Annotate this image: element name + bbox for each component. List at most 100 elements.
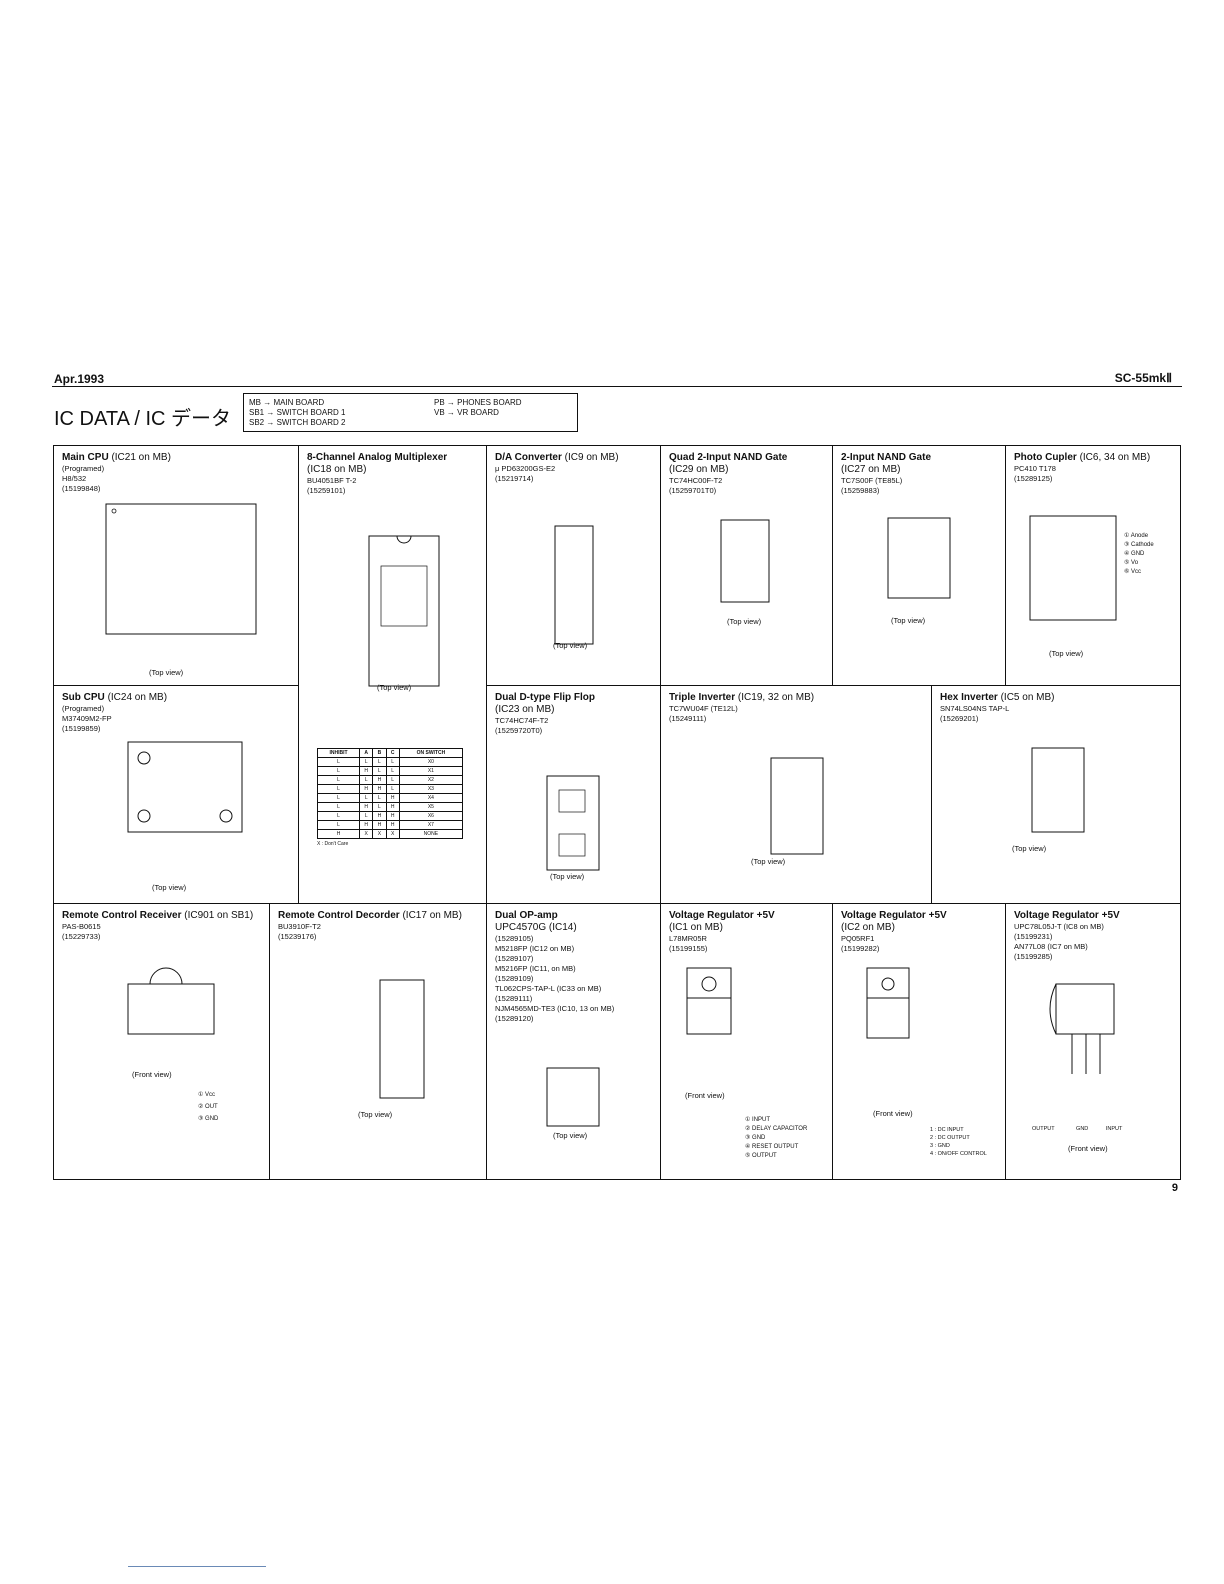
- ic-location: UPC4570G (IC14): [495, 922, 577, 933]
- ic-line: M5216FP (IC11, on MB): [495, 964, 576, 973]
- hex-inverter-diagram: [1031, 747, 1085, 833]
- top-view-caption: (Top view): [553, 1131, 588, 1140]
- pin-label: ② DELAY CAPACITOR: [745, 1126, 808, 1132]
- header-model: SC-55mkⅡ: [1114, 371, 1172, 385]
- ic-line: (15219714): [495, 474, 534, 483]
- ic-line: (15199848): [62, 484, 101, 493]
- ic-location: (IC17 on MB): [402, 910, 462, 921]
- table-cell: L: [316, 784, 361, 794]
- ic-cell-hex-inverter: Hex Inverter (IC5 on MB) SN74LS04NS TAP-…: [932, 686, 1180, 904]
- table-cell: L: [316, 766, 361, 776]
- table-cell: X0: [398, 757, 464, 767]
- ic-line: TC7S00F (TE85L): [841, 476, 903, 485]
- ic-line: AN77L08 (IC7 on MB): [1014, 942, 1088, 951]
- remote-receiver-diagram: [127, 967, 215, 1035]
- table-cell: INHIBIT: [316, 748, 361, 758]
- remote-decoder-diagram: [379, 979, 425, 1099]
- table-cell: L: [316, 775, 361, 785]
- pin-list: 1 : DC INPUT 2 : DC OUTPUT 3 : GND 4 : O…: [930, 1126, 987, 1158]
- qfp-package-diagram: [105, 503, 257, 635]
- nand-gate-diagram: [887, 517, 951, 599]
- table-cell: X6: [398, 811, 464, 821]
- table-cell: X1: [398, 766, 464, 776]
- table-cell: X5: [398, 802, 464, 812]
- dac-package-diagram: [554, 525, 594, 645]
- table-cell: L: [359, 757, 374, 767]
- table-cell: L: [385, 757, 400, 767]
- pin-label: ④ GND: [1124, 551, 1145, 557]
- ic-location: (IC19, 32 on MB): [737, 692, 815, 703]
- ic-line: (15239176): [278, 932, 317, 941]
- ic-cell-sub-cpu: Sub CPU (IC24 on MB) (Programed) M37409M…: [54, 686, 299, 904]
- table-cell: H: [385, 793, 400, 803]
- table-cell: L: [385, 766, 400, 776]
- ic-line: (15289125): [1014, 474, 1053, 483]
- ic-line: PC410 T178: [1014, 464, 1056, 473]
- ic-location: (IC21 on MB): [111, 452, 171, 463]
- ic-title: Voltage Regulator +5V: [1014, 910, 1120, 921]
- ic-title: Voltage Regulator +5V: [841, 910, 947, 921]
- pin-label: 1 : DC INPUT: [930, 1127, 964, 1133]
- legend-item: SB2 → SWITCH BOARD 2: [249, 418, 346, 427]
- table-cell: H: [372, 811, 387, 821]
- photo-coupler-diagram: [1029, 515, 1117, 621]
- pin-label: ④ RESET OUTPUT: [745, 1144, 799, 1150]
- table-cell: X3: [398, 784, 464, 794]
- ic-cell-vreg-2: Voltage Regulator +5V (IC2 on MB) PQ05RF…: [833, 904, 1006, 1179]
- table-cell: ON SWITCH: [398, 748, 464, 758]
- ic-title: 2-Input NAND Gate: [841, 452, 931, 463]
- ic-cell-nand: 2-Input NAND Gate (IC27 on MB) TC7S00F (…: [833, 446, 1006, 686]
- page-number: 9: [1171, 1182, 1178, 1194]
- dff-diagram: [546, 775, 600, 871]
- ic-title: Voltage Regulator +5V: [669, 910, 775, 921]
- table-cell: C: [385, 748, 400, 758]
- ic-line: M5218FP (IC12 on MB): [495, 944, 575, 953]
- ic-location: (IC5 on MB): [1000, 692, 1055, 703]
- table-cell: L: [316, 757, 361, 767]
- top-view-caption: (Top view): [1012, 844, 1047, 853]
- ic-cell-multiplexer: 8-Channel Analog Multiplexer (IC18 on MB…: [299, 446, 487, 904]
- ic-line: (15259701T0): [669, 486, 717, 495]
- legend-item: SB1 → SWITCH BOARD 1: [249, 408, 346, 417]
- table-cell: L: [316, 793, 361, 803]
- table-cell: H: [359, 766, 374, 776]
- ic-title: Remote Control Receiver: [62, 910, 182, 921]
- ic-line: TL062CPS-TAP-L (IC33 on MB): [495, 984, 602, 993]
- table-cell: L: [372, 766, 387, 776]
- ic-line: UPC78L05J-T (IC8 on MB): [1014, 922, 1104, 931]
- ic-line: (15289107): [495, 954, 534, 963]
- ic-cell-triple-inverter: Triple Inverter (IC19, 32 on MB) TC7WU04…: [661, 686, 932, 904]
- table-cell: H: [359, 802, 374, 812]
- ic-title: D/A Converter: [495, 452, 562, 463]
- table-cell: X7: [398, 820, 464, 830]
- ic-cell-remote-receiver: Remote Control Receiver (IC901 on SB1) P…: [54, 904, 270, 1179]
- front-view-caption: (Front view): [1068, 1144, 1108, 1153]
- pin-label: GND: [1076, 1126, 1089, 1132]
- table-cell: L: [316, 811, 361, 821]
- quad-nand-diagram: [720, 519, 770, 603]
- table-cell: H: [359, 784, 374, 794]
- ic-line: SN74LS04NS TAP-L: [940, 704, 1010, 713]
- top-view-caption: (Top view): [149, 668, 184, 677]
- ic-cell-photo-coupler: Photo Cupler (IC6, 34 on MB) PC410 T178 …: [1006, 446, 1180, 686]
- ic-location: (IC24 on MB): [107, 692, 168, 703]
- ic-line: L78MR05R: [669, 934, 707, 943]
- table-cell: L: [359, 793, 374, 803]
- ic-line: (15289109): [495, 974, 534, 983]
- ic-line: (15199285): [1014, 952, 1053, 961]
- ic-line: BU3910F-T2: [278, 922, 321, 931]
- ic-location: (IC6, 34 on MB): [1079, 452, 1151, 463]
- ic-line: (15199859): [62, 724, 101, 733]
- pin-label: ③ GND: [198, 1116, 219, 1122]
- ic-line: (Programed): [62, 704, 105, 713]
- pin-label: ① Anode: [1124, 533, 1149, 539]
- ic-line: H8/532: [62, 474, 87, 483]
- ic-line: (15249111): [669, 714, 707, 723]
- pin-label: ⑤ Vo: [1124, 560, 1139, 566]
- pin-label: ① Vcc: [198, 1092, 216, 1098]
